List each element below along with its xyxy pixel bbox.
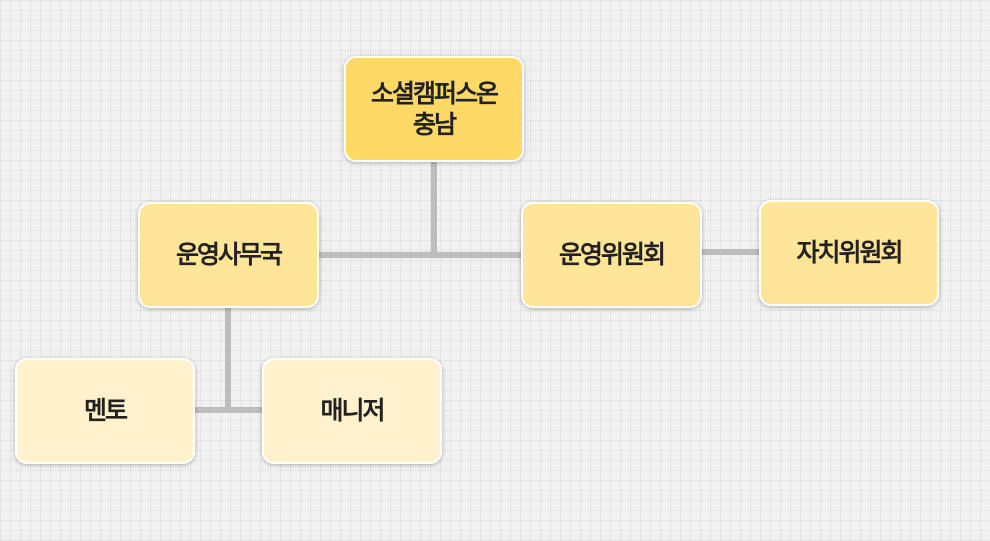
node-autonomous-committee[interactable]: 자치위원회 bbox=[759, 200, 939, 306]
node-operations-office[interactable]: 운영사무국 bbox=[138, 202, 319, 308]
node-label: 운영위원회 bbox=[558, 240, 666, 270]
node-label: 매니저 bbox=[320, 396, 385, 426]
node-label: 운영사무국 bbox=[175, 240, 283, 270]
node-label: 소셜캠퍼스온 충남 bbox=[370, 78, 499, 139]
node-label: 자치위원회 bbox=[796, 238, 903, 268]
node-mentor[interactable]: 멘토 bbox=[15, 358, 195, 464]
node-manager[interactable]: 매니저 bbox=[262, 358, 442, 464]
node-label: 멘토 bbox=[83, 396, 128, 426]
node-operations-committee[interactable]: 운영위원회 bbox=[521, 202, 702, 308]
node-social-campus-on-chungnam[interactable]: 소셜캠퍼스온 충남 bbox=[344, 56, 524, 162]
